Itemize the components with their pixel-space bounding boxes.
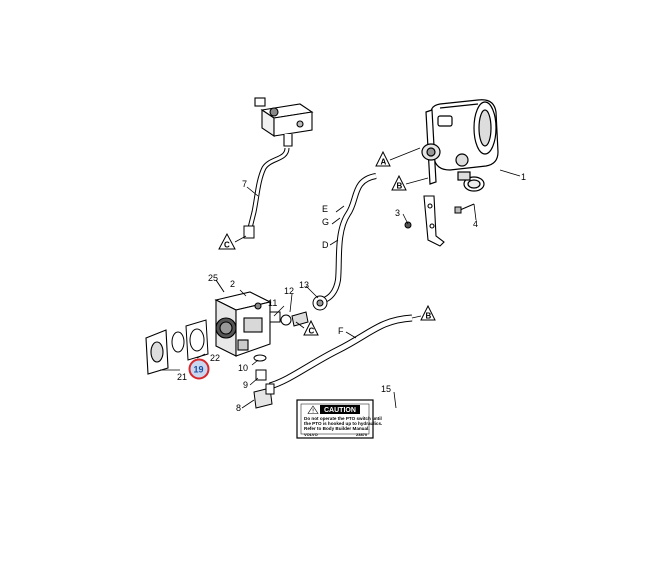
hydraulic-reservoir[interactable] xyxy=(421,99,499,192)
callout-7[interactable]: 7 xyxy=(242,179,247,189)
svg-text:B: B xyxy=(397,182,403,191)
callout-D[interactable]: D xyxy=(322,240,329,250)
callout-8[interactable]: 8 xyxy=(236,403,241,413)
bolt-part-4[interactable] xyxy=(454,203,475,214)
screw-part-25[interactable] xyxy=(215,279,225,293)
o-ring-part-19[interactable] xyxy=(171,331,185,353)
caution-decal[interactable]: ! CAUTION Do not operate the PTO switch … xyxy=(296,399,382,439)
callout-10[interactable]: 10 xyxy=(238,363,248,373)
fitting-part-10[interactable] xyxy=(253,354,267,362)
svg-text:C: C xyxy=(309,327,315,336)
callout-9[interactable]: 9 xyxy=(243,380,248,390)
highlight-ring xyxy=(188,358,210,380)
caution-code: 23870 xyxy=(356,432,368,437)
callout-11[interactable]: 11 xyxy=(268,298,277,308)
ref-triangle-A-top: A xyxy=(375,147,421,167)
callout-12[interactable]: 12 xyxy=(284,286,294,296)
caution-brand: VOLVO xyxy=(304,432,318,437)
callout-2[interactable]: 2 xyxy=(230,279,235,289)
callout-F[interactable]: F xyxy=(338,326,344,336)
callout-21[interactable]: 21 xyxy=(177,372,187,382)
fitting-part-11[interactable] xyxy=(269,311,281,323)
control-valve[interactable] xyxy=(254,97,314,147)
svg-text:19: 19 xyxy=(194,365,204,375)
highlighted-callout-19[interactable]: 19 xyxy=(188,358,210,380)
ref-triangle-B-right: B xyxy=(411,304,436,321)
ref-triangle-C-top: C xyxy=(218,232,247,250)
ref-triangle-C-mid: C xyxy=(295,319,319,336)
callout-13[interactable]: 13 xyxy=(299,280,309,290)
svg-text:!: ! xyxy=(312,409,314,415)
caution-line-1: Do not operate the PTO switch until xyxy=(304,416,382,421)
caution-line-3: Refer to Body Builder Manual. xyxy=(304,426,370,431)
caution-line-2: the PTO is hooked up to hydraulics. xyxy=(304,421,382,426)
hydraulic-pump[interactable] xyxy=(214,291,272,357)
svg-text:A: A xyxy=(381,158,387,167)
hose-part-7[interactable] xyxy=(243,147,290,239)
callout-25[interactable]: 25 xyxy=(208,273,218,283)
leader-lines xyxy=(160,169,521,409)
fitting-part-13[interactable] xyxy=(312,295,328,311)
svg-text:B: B xyxy=(426,312,432,321)
svg-text:C: C xyxy=(224,241,230,250)
callout-22[interactable]: 22 xyxy=(210,353,220,363)
reservoir-bracket xyxy=(423,195,445,247)
nut-part-3[interactable] xyxy=(404,221,412,229)
callout-1[interactable]: 1 xyxy=(521,172,526,182)
caution-title: CAUTION xyxy=(324,407,356,414)
callout-G[interactable]: G xyxy=(322,217,329,227)
warning-icon xyxy=(307,405,319,414)
callout-4[interactable]: 4 xyxy=(473,219,478,229)
fitting-part-9[interactable] xyxy=(255,369,267,381)
fitting-part-12[interactable] xyxy=(280,311,309,327)
hose-line-F[interactable] xyxy=(268,314,413,390)
elbow-part-8[interactable] xyxy=(253,383,275,409)
hose-line-E-G-D[interactable] xyxy=(322,173,377,303)
callout-3[interactable]: 3 xyxy=(395,208,400,218)
adapter-plate-part-21[interactable] xyxy=(145,329,169,375)
ref-triangle-B-top: B xyxy=(391,174,429,191)
gasket-part-22[interactable] xyxy=(185,319,209,361)
callout-15[interactable]: 15 xyxy=(381,384,391,394)
callout-E[interactable]: E xyxy=(322,204,328,214)
